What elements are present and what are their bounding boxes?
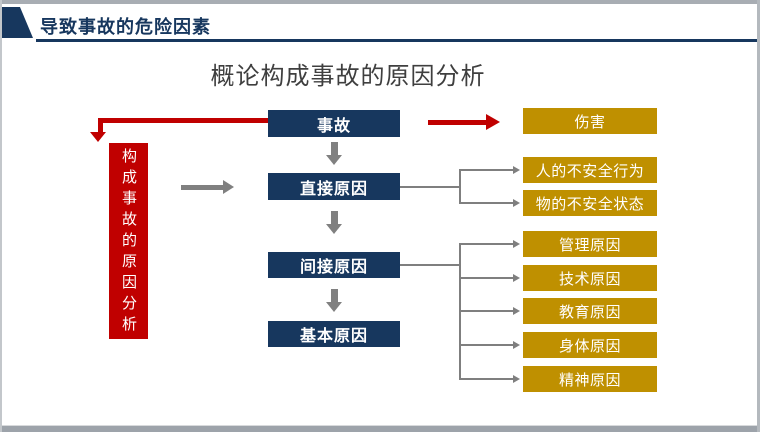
indirect-connector-branch-line — [459, 344, 513, 346]
analysis-side-label-box: 构成事故的原因分析 — [109, 143, 148, 339]
direct-connector-vertical-line — [459, 169, 461, 204]
direct-connector-branch-line — [459, 202, 513, 204]
slide-frame-bottom — [0, 425, 760, 432]
connector-arrowhead-icon — [513, 166, 520, 174]
indirect-connector-branch-line — [459, 277, 513, 279]
connector-arrowhead-icon — [513, 307, 520, 315]
indirect-connector-branch-line — [459, 310, 513, 312]
direct-connector-feeder-line — [400, 186, 460, 188]
node-education-cause: 教育原因 — [523, 298, 657, 324]
node-accident: 事故 — [268, 110, 400, 137]
node-unsafe-act: 人的不安全行为 — [523, 157, 657, 183]
slide-frame-right — [757, 0, 760, 432]
accident-to-analysis-arrow-line — [98, 118, 268, 123]
accident-to-injury-arrow — [428, 114, 500, 130]
node-mental-cause: 精神原因 — [523, 366, 657, 392]
connector-arrowhead-icon — [513, 240, 520, 248]
direct-connector-branch-line — [459, 169, 513, 171]
connector-arrowhead-icon — [513, 199, 520, 207]
slide-title: 概论构成事故的原因分析 — [210, 63, 486, 90]
analysis-side-label: 构成事故的原因分析 — [120, 148, 137, 337]
indirect-connector-branch-line — [459, 243, 513, 245]
node-unsafe-condition: 物的不安全状态 — [523, 190, 657, 216]
analysis-to-direct-arrow — [181, 180, 234, 194]
node-technical-cause: 技术原因 — [523, 265, 657, 291]
header-title: 导致事故的危险因素 — [40, 17, 211, 37]
header-accent-flag-icon — [2, 7, 33, 38]
node-management-cause: 管理原因 — [523, 231, 657, 257]
accident-to-analysis-arrowhead-icon — [90, 132, 106, 142]
node-indirect-cause: 间接原因 — [268, 252, 400, 278]
down-arrow-icon — [326, 142, 342, 165]
right-arrowhead-icon — [486, 114, 500, 130]
node-direct-cause: 直接原因 — [268, 173, 400, 200]
down-arrow-icon — [326, 211, 342, 234]
connector-arrowhead-icon — [513, 274, 520, 282]
slide-frame-top — [0, 0, 760, 4]
node-injury: 伤害 — [523, 108, 657, 134]
node-basic-cause: 基本原因 — [268, 321, 400, 347]
connector-arrowhead-icon — [513, 341, 520, 349]
right-arrowhead-icon — [223, 180, 234, 194]
slide-frame-left — [0, 0, 2, 432]
indirect-connector-branch-line — [459, 378, 513, 380]
node-physical-cause: 身体原因 — [523, 332, 657, 358]
accident-to-analysis-arrow-elbow — [98, 118, 103, 133]
header-underline — [36, 39, 757, 42]
down-arrow-icon — [326, 289, 342, 312]
indirect-connector-feeder-line — [400, 264, 460, 266]
connector-arrowhead-icon — [513, 375, 520, 383]
